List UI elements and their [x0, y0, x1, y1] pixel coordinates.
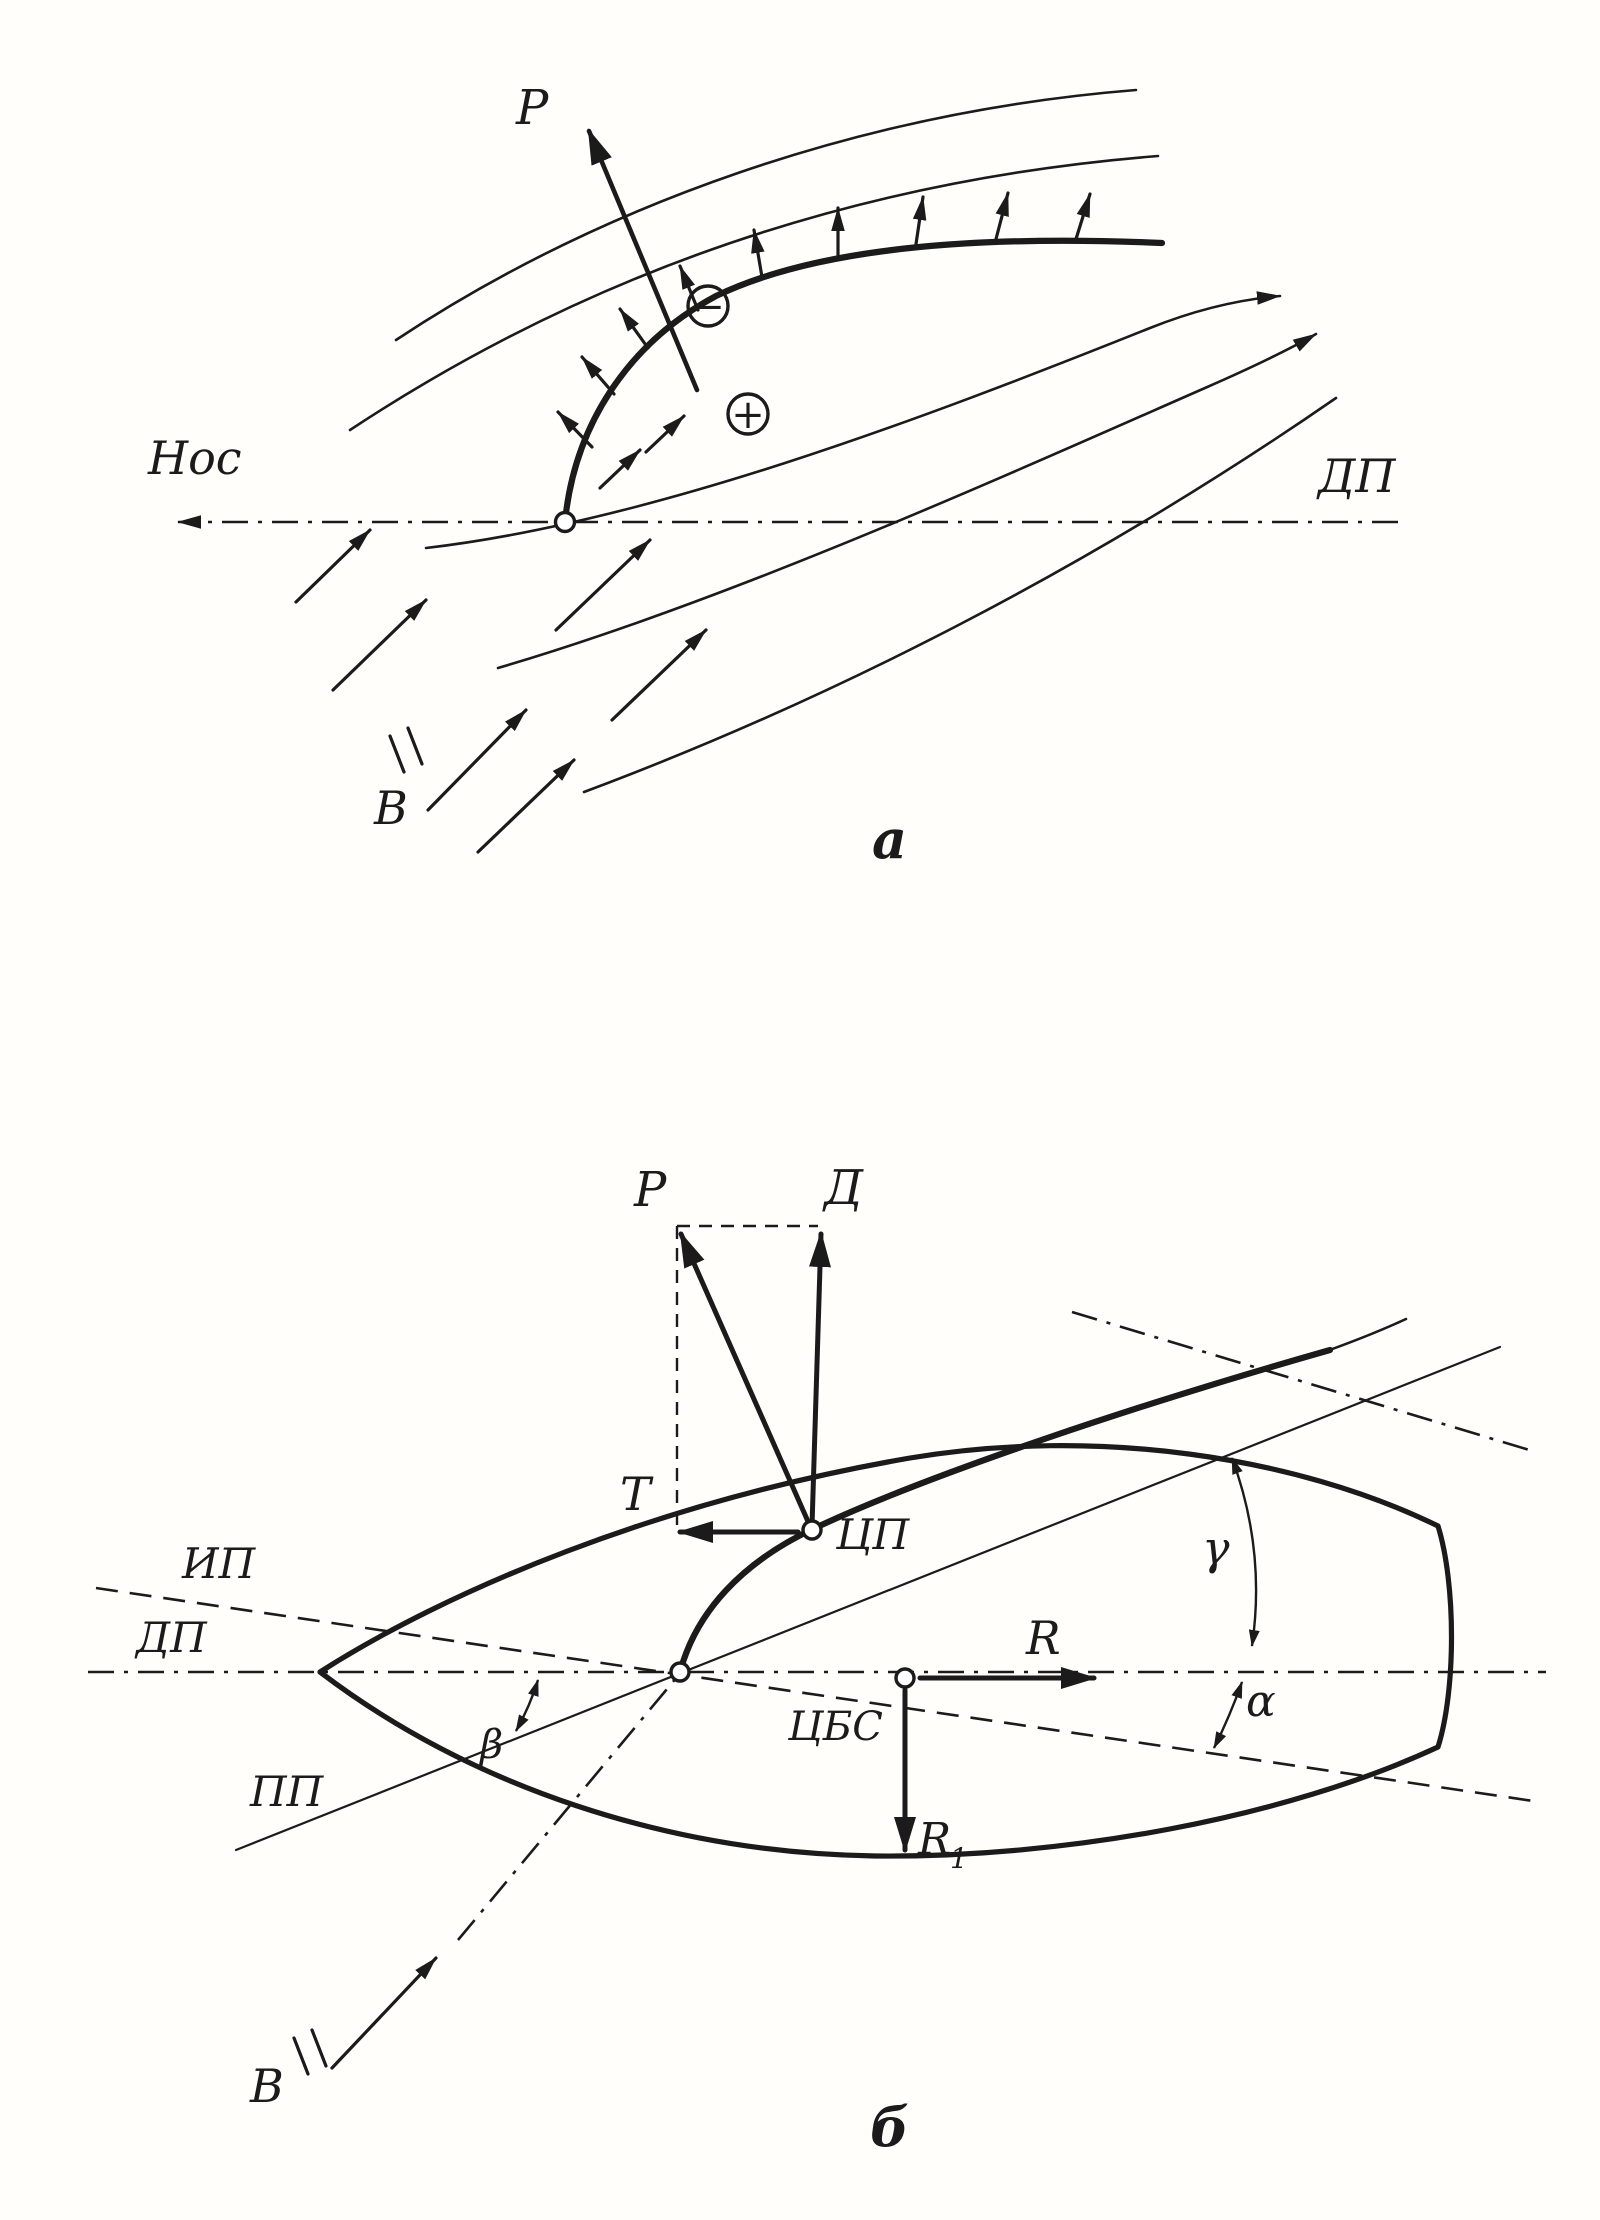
beta-angle-label: β [478, 1722, 503, 1768]
streamline-lower-2 [496, 332, 1318, 670]
top-diagram: − + Р Нос ДП В а [147, 80, 1398, 871]
wind-tick-mark [406, 726, 424, 766]
course-line-label: ПП [249, 1767, 325, 1816]
center-of-lateral-resistance-label: ЦБС [787, 1704, 883, 1750]
wind-arrow [476, 758, 576, 854]
hull-outline [317, 1443, 1455, 1859]
wind-tick-mark [388, 734, 406, 774]
force-p-label: Р [633, 1162, 667, 1218]
centerline-label: ДП [134, 1613, 208, 1662]
sail-tip-extension [1322, 1317, 1408, 1354]
pressure-sign-circle [726, 392, 770, 436]
streamline-upper-2 [348, 154, 1160, 432]
course-line-pp [234, 1345, 1502, 1852]
suction-arrow [1074, 192, 1092, 241]
alpha-angle-label: α [1246, 1676, 1276, 1727]
wind-arrow [554, 538, 652, 632]
caption-b: б [870, 2095, 909, 2159]
wind-label: В [373, 781, 408, 835]
gamma-angle-arc [1230, 1457, 1260, 1647]
sail-curve [676, 1346, 1334, 1676]
suction-arrows [556, 191, 1092, 449]
wind-main-arrow [426, 708, 528, 812]
force-d-label: Д [822, 1160, 864, 1216]
center-of-effort-label: ЦП [835, 1510, 911, 1559]
suction-sign-circle [686, 284, 730, 328]
chord-extension-line [1071, 1310, 1537, 1454]
wind-arrows [294, 528, 708, 854]
streamline-lower-3 [582, 396, 1338, 794]
center-of-lateral-resistance-point [894, 1667, 916, 1689]
wind-arrow-group [292, 1956, 438, 2076]
suction-arrow [618, 307, 650, 350]
suction-sign: − [691, 284, 725, 330]
centerline-label: ДП [1316, 449, 1396, 503]
wind-tick-mark [292, 2036, 310, 2076]
true-course-line-ip [95, 1586, 1541, 1804]
force-r1-subscript: 1 [950, 1842, 968, 1875]
wind-arrow [331, 598, 428, 692]
wind-label: В [249, 2059, 284, 2113]
streamline-upper-1 [394, 88, 1138, 342]
wind-main-arrow [330, 1956, 438, 2070]
force-d-arrow [808, 1231, 831, 1529]
sail-tack-point [669, 1661, 691, 1683]
gamma-angle-label: γ [1202, 1521, 1230, 1575]
wind-tick-mark [310, 2028, 328, 2068]
force-r-label: R [1025, 1611, 1061, 1665]
force-r1-label: R [917, 1814, 951, 1865]
streamline-lower-1 [424, 291, 1282, 550]
sail-tack-point [553, 510, 577, 534]
force-p-arrow [586, 128, 700, 393]
bottom-diagram: Р Д Т ЦП ЦБС R R 1 ИП ДП ПП β γ α В б [88, 1160, 1546, 2159]
suction-arrow [556, 410, 594, 449]
sail-profile-curve [561, 237, 1166, 526]
beta-angle-arc [514, 1679, 540, 1732]
suction-arrow [580, 355, 616, 396]
force-p-arrow [678, 1231, 813, 1529]
suction-arrow [678, 264, 700, 312]
wind-arrow [294, 528, 372, 604]
suction-arrow [912, 195, 927, 246]
pressure-arrows [598, 414, 686, 490]
caption-a: а [872, 807, 907, 871]
force-p-label: Р [515, 80, 549, 136]
pressure-sign: + [731, 392, 765, 438]
center-of-effort-point [801, 1519, 823, 1541]
bow-label: Нос [147, 431, 242, 485]
alpha-angle-arc [1212, 1681, 1244, 1749]
pressure-arrow [598, 448, 642, 490]
pressure-arrow [644, 414, 686, 454]
suction-arrow [994, 191, 1010, 241]
force-t-label: Т [620, 1467, 654, 1521]
wind-arrow [610, 628, 708, 722]
true-course-label: ИП [181, 1539, 257, 1588]
suction-arrow [751, 228, 765, 279]
